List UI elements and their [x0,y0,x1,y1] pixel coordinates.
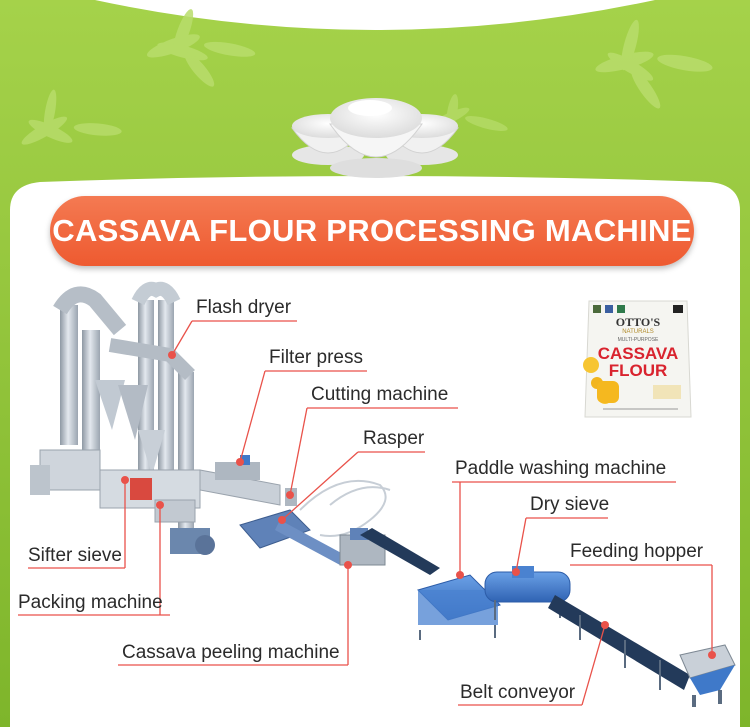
label-flash-dryer: Flash dryer [196,297,292,318]
bag-subbrand: NATURALS [622,329,654,335]
leaf-icon [21,89,122,145]
filter-press-unit [199,455,297,506]
belt-conveyor-unit [548,595,736,707]
label-feeding-hopper: Feeding hopper [570,541,704,562]
label-cassava-peeling-machine: Cassava peeling machine [122,642,340,663]
label-dry-sieve: Dry sieve [530,494,610,515]
flour-bag-icon [583,300,692,418]
flour-bowl-icon [291,98,459,178]
bag-line2: FLOUR [608,361,668,380]
label-paddle-washing-machine: Paddle washing machine [455,458,667,479]
label-packing-machine: Packing machine [18,592,163,613]
cutting-rasper-unit [239,479,440,575]
title-banner: CASSAVA FLOUR PROCESSING MACHINE [50,196,694,266]
page-title: CASSAVA FLOUR PROCESSING MACHINE [52,213,692,248]
label-belt-conveyor: Belt conveyor [460,682,576,703]
label-rasper: Rasper [363,428,425,449]
top-arc [95,0,655,30]
label-filter-press: Filter press [269,347,363,368]
bag-brand: OTTO'S [615,315,661,329]
leaf-icon [146,9,256,87]
bag-line1: CASSAVA [597,344,679,363]
leader-lines [18,320,716,706]
label-cutting-machine: Cutting machine [311,384,449,405]
label-sifter-sieve: Sifter sieve [28,545,122,566]
washing-sieve-unit [417,566,571,640]
leaf-icon [595,19,713,109]
bag-variety: MULTI-PURPOSE [617,337,659,343]
product-bag-image: OTTO'S NATURALS MULTI-PURPOSE CASSAVA FL… [583,295,693,423]
